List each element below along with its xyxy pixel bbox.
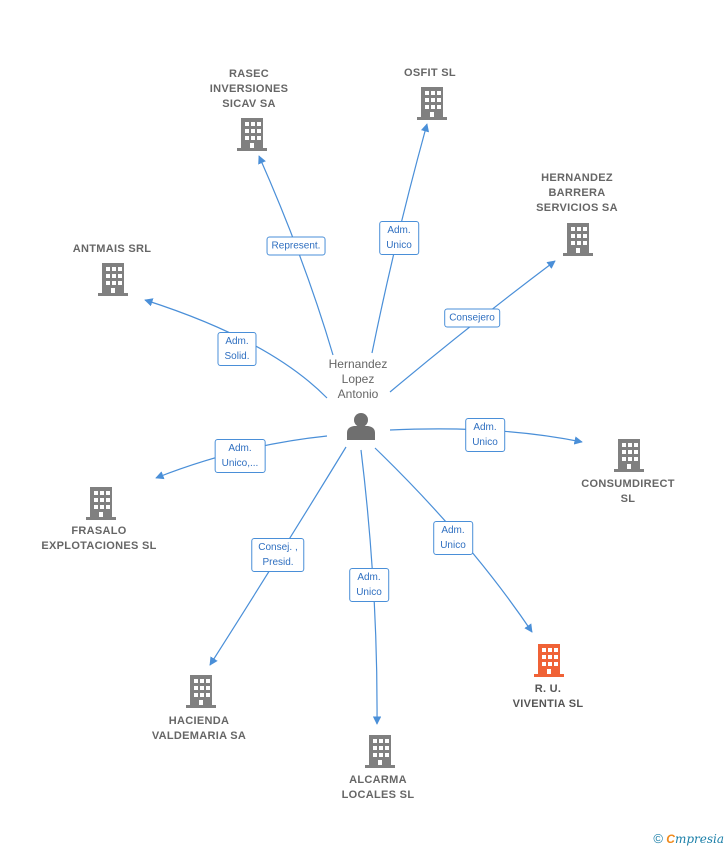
- person-name-line: Lopez: [341, 372, 375, 386]
- company-label-line: FRASALO: [71, 525, 127, 537]
- company-label-line: R. U.: [534, 683, 562, 695]
- relation-label-frasalo[interactable]: Adm. Unico,...: [214, 439, 266, 473]
- company-label-consumdirect[interactable]: CONSUMDIRECT SL: [581, 477, 674, 507]
- company-label-line: SERVICIOS SA: [536, 202, 618, 214]
- relation-label-line: Presid.: [262, 557, 294, 568]
- relation-label-line: Unico: [386, 240, 412, 251]
- relation-label-alcarma[interactable]: Adm. Unico: [349, 568, 389, 602]
- brand-initial: C: [666, 832, 675, 846]
- relation-label-line: Consejero: [449, 312, 495, 324]
- footer-brand: © Cmpresia: [653, 831, 724, 846]
- building-icon-ru-viventia[interactable]: [534, 644, 564, 677]
- relation-label-antmais[interactable]: Adm. Solid.: [217, 332, 257, 366]
- company-label-line: SL: [620, 493, 636, 505]
- person-name-line: Antonio: [337, 387, 379, 401]
- company-label-antmais[interactable]: ANTMAIS SRL: [73, 242, 151, 257]
- company-label-line: ALCARMA: [349, 774, 407, 786]
- building-icon-frasalo[interactable]: [86, 487, 116, 520]
- building-icon-alcarma[interactable]: [365, 735, 395, 768]
- building-icon-consumdirect[interactable]: [614, 439, 644, 472]
- company-label-line: CONSUMDIRECT: [581, 478, 675, 490]
- person-name[interactable]: Hernandez Lopez Antonio: [329, 357, 388, 402]
- relation-label-line: Represent.: [271, 240, 321, 252]
- relation-label-osfit[interactable]: Adm. Unico: [379, 221, 419, 255]
- relation-label-consumdirect[interactable]: Adm. Unico: [465, 418, 505, 452]
- company-label-line: VIVENTIA SL: [512, 698, 584, 710]
- company-label-line: HACIENDA: [168, 715, 230, 727]
- relation-label-line: Adm.: [473, 422, 497, 433]
- building-icon-hernandez-barrera[interactable]: [563, 223, 593, 256]
- company-label-line: RASEC: [228, 68, 269, 80]
- person-name-line: Hernandez: [328, 357, 388, 371]
- person-icon[interactable]: [347, 413, 375, 440]
- relation-label-line: Unico: [440, 540, 466, 551]
- relation-label-ru-viventia[interactable]: Adm. Unico: [433, 521, 473, 555]
- company-label-osfit[interactable]: OSFIT SL: [404, 66, 456, 81]
- company-label-line: ANTMAIS SRL: [72, 243, 152, 255]
- company-label-line: BARRERA: [548, 187, 606, 199]
- relation-label-line: Adm.: [357, 572, 381, 583]
- relation-label-hernandez-barrera[interactable]: Consejero: [444, 308, 500, 328]
- relation-label-line: Unico,...: [221, 458, 259, 469]
- company-label-line: SICAV SA: [222, 98, 276, 110]
- company-label-line: LOCALES SL: [341, 789, 415, 801]
- relation-label-hacienda[interactable]: Consej. , Presid.: [251, 538, 305, 572]
- company-label-hacienda[interactable]: HACIENDA VALDEMARIA SA: [152, 714, 246, 744]
- company-label-frasalo[interactable]: FRASALO EXPLOTACIONES SL: [41, 524, 156, 554]
- company-label-line: VALDEMARIA SA: [151, 730, 247, 742]
- building-icon-osfit[interactable]: [417, 87, 447, 120]
- building-icon-rasec[interactable]: [237, 118, 267, 151]
- company-label-line: HERNANDEZ: [541, 172, 613, 184]
- relation-edge-rasec: [258, 155, 334, 356]
- brand-name: mpresia: [674, 832, 724, 846]
- relation-label-line: Unico: [472, 437, 498, 448]
- relation-label-rasec[interactable]: Represent.: [266, 236, 326, 256]
- relation-label-line: Adm.: [225, 336, 249, 347]
- company-label-line: EXPLOTACIONES SL: [41, 540, 157, 552]
- company-label-alcarma[interactable]: ALCARMA LOCALES SL: [342, 773, 415, 803]
- copyright-icon: ©: [653, 831, 663, 846]
- relation-label-line: Adm.: [387, 225, 411, 236]
- relation-label-line: Consej. ,: [258, 542, 298, 553]
- relation-label-line: Adm.: [441, 525, 465, 536]
- relation-label-line: Solid.: [224, 351, 250, 362]
- company-label-line: INVERSIONES: [209, 83, 289, 95]
- building-icon-hacienda[interactable]: [186, 675, 216, 708]
- company-label-ru-viventia[interactable]: R. U. VIVENTIA SL: [513, 682, 584, 712]
- company-label-rasec[interactable]: RASEC INVERSIONES SICAV SA: [210, 67, 289, 112]
- relation-label-line: Adm.: [228, 443, 252, 454]
- relation-label-line: Unico: [356, 587, 382, 598]
- company-label-line: OSFIT SL: [404, 67, 456, 79]
- company-label-hernandez-barrera[interactable]: HERNANDEZ BARRERA SERVICIOS SA: [536, 171, 618, 216]
- building-icon-antmais[interactable]: [98, 263, 128, 296]
